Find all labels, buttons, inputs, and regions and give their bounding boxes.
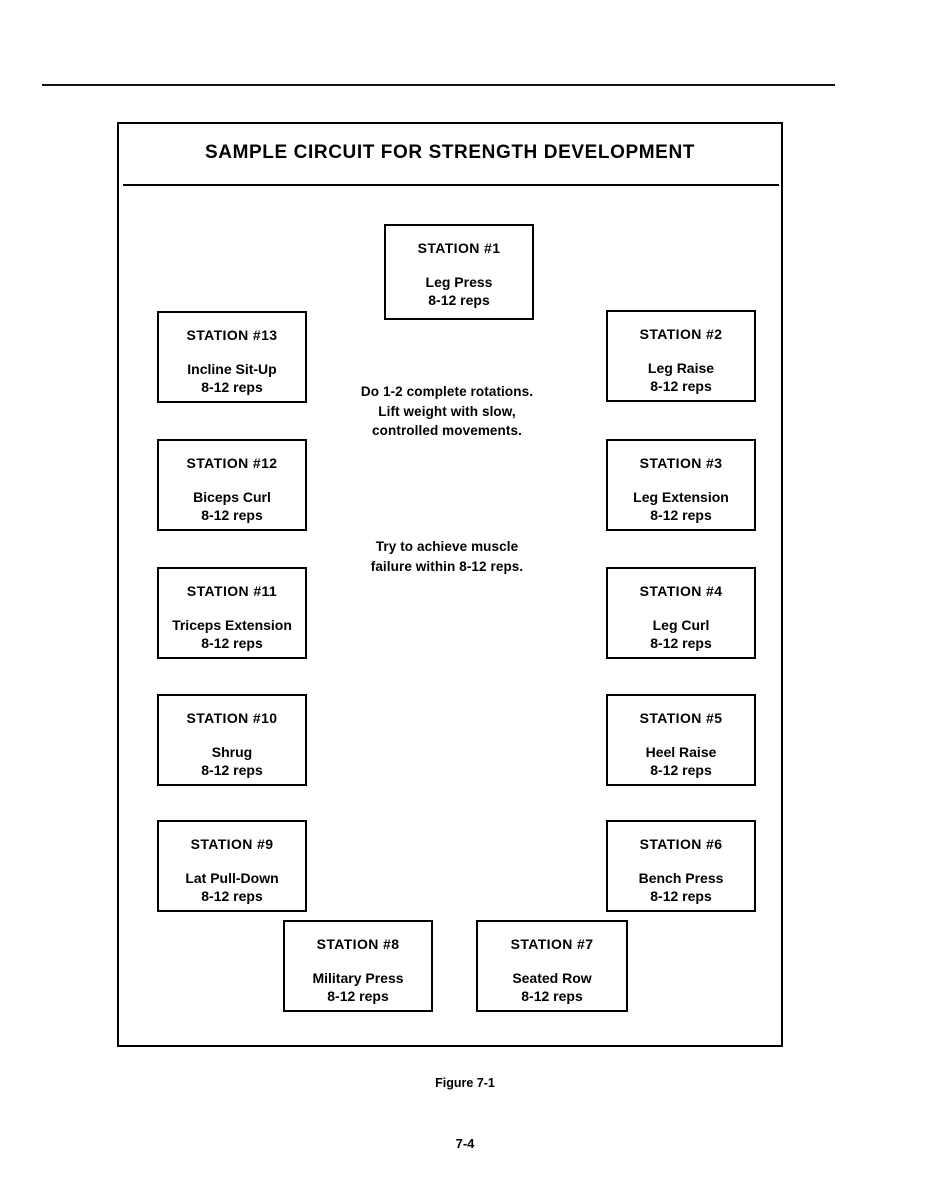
station-heading: STATION #2 [639, 326, 723, 342]
station-box-10[interactable]: STATION #10 Shrug 8-12 reps [157, 694, 307, 786]
station-exercise: Leg Extension [633, 489, 729, 505]
station-heading: STATION #7 [510, 936, 594, 952]
station-exercise: Leg Raise [647, 360, 715, 376]
station-exercise: Leg Press [425, 274, 493, 290]
station-reps: 8-12 reps [201, 762, 263, 779]
failure-note: Try to achieve muscle failure within 8-1… [327, 537, 567, 576]
rotation-note-line-1: Do 1-2 complete rotations. [360, 384, 534, 399]
station-detail: Military Press 8-12 reps [285, 969, 431, 1006]
failure-note-line-1: Try to achieve muscle [375, 539, 519, 554]
station-box-9[interactable]: STATION #9 Lat Pull-Down 8-12 reps [157, 820, 307, 912]
station-box-4[interactable]: STATION #4 Leg Curl 8-12 reps [606, 567, 756, 659]
failure-note-line-2: failure within 8-12 reps. [370, 558, 524, 574]
station-reps: 8-12 reps [521, 988, 583, 1005]
station-heading: STATION #11 [186, 583, 278, 599]
station-box-3[interactable]: STATION #3 Leg Extension 8-12 reps [606, 439, 756, 531]
station-reps: 8-12 reps [650, 635, 712, 652]
station-reps: 8-12 reps [201, 635, 263, 652]
station-heading: STATION #13 [186, 327, 278, 343]
rotation-note-line-2: Lift weight with slow, [378, 403, 516, 419]
station-exercise: Leg Curl [652, 617, 710, 633]
station-exercise: Heel Raise [645, 744, 717, 760]
station-reps: 8-12 reps [650, 888, 712, 905]
station-heading: STATION #4 [639, 583, 723, 599]
station-heading: STATION #9 [190, 836, 274, 852]
station-heading: STATION #12 [186, 455, 278, 471]
station-heading: STATION #8 [316, 936, 400, 952]
station-detail: Biceps Curl 8-12 reps [159, 488, 305, 525]
station-exercise: Lat Pull-Down [185, 870, 279, 886]
station-detail: Bench Press 8-12 reps [608, 869, 754, 906]
station-exercise: Seated Row [512, 970, 592, 986]
station-exercise: Bench Press [638, 870, 724, 886]
station-reps: 8-12 reps [201, 507, 263, 524]
figure-frame: SAMPLE CIRCUIT FOR STRENGTH DEVELOPMENT … [117, 122, 783, 1047]
station-heading: STATION #10 [186, 710, 278, 726]
figure-caption: Figure 7-1 [435, 1076, 495, 1090]
rotation-note: Do 1-2 complete rotations. Lift weight w… [327, 382, 567, 441]
station-heading: STATION #6 [639, 836, 723, 852]
station-detail: Seated Row 8-12 reps [478, 969, 626, 1006]
station-reps: 8-12 reps [327, 988, 389, 1005]
station-box-1[interactable]: STATION #1 Leg Press 8-12 reps [384, 224, 534, 320]
station-detail: Heel Raise 8-12 reps [608, 743, 754, 780]
title-divider-rule [123, 184, 779, 186]
station-exercise: Shrug [211, 744, 253, 760]
station-detail: Leg Curl 8-12 reps [608, 616, 754, 653]
figure-title: SAMPLE CIRCUIT FOR STRENGTH DEVELOPMENT [205, 142, 695, 163]
station-reps: 8-12 reps [650, 762, 712, 779]
rotation-note-line-3: controlled movements. [372, 423, 522, 439]
station-box-2[interactable]: STATION #2 Leg Raise 8-12 reps [606, 310, 756, 402]
station-reps: 8-12 reps [201, 888, 263, 905]
station-box-11[interactable]: STATION #11 Triceps Extension 8-12 reps [157, 567, 307, 659]
station-detail: Leg Extension 8-12 reps [608, 488, 754, 525]
station-box-8[interactable]: STATION #8 Military Press 8-12 reps [283, 920, 433, 1012]
station-detail: Leg Raise 8-12 reps [608, 359, 754, 396]
station-detail: Triceps Extension 8-12 reps [159, 616, 305, 653]
station-detail: Incline Sit-Up 8-12 reps [159, 360, 305, 397]
station-reps: 8-12 reps [650, 378, 712, 395]
station-heading: STATION #3 [639, 455, 723, 471]
station-reps: 8-12 reps [428, 292, 490, 309]
station-box-5[interactable]: STATION #5 Heel Raise 8-12 reps [606, 694, 756, 786]
page-number: 7-4 [455, 1136, 475, 1151]
station-detail: Leg Press 8-12 reps [386, 273, 532, 310]
station-exercise: Triceps Extension [172, 617, 292, 633]
station-box-6[interactable]: STATION #6 Bench Press 8-12 reps [606, 820, 756, 912]
station-exercise: Incline Sit-Up [187, 361, 277, 377]
station-reps: 8-12 reps [650, 507, 712, 524]
station-reps: 8-12 reps [201, 379, 263, 396]
station-box-7[interactable]: STATION #7 Seated Row 8-12 reps [476, 920, 628, 1012]
station-detail: Shrug 8-12 reps [159, 743, 305, 780]
station-box-13[interactable]: STATION #13 Incline Sit-Up 8-12 reps [157, 311, 307, 403]
station-exercise: Military Press [312, 970, 404, 986]
header-divider-rule [42, 84, 835, 86]
station-box-12[interactable]: STATION #12 Biceps Curl 8-12 reps [157, 439, 307, 531]
station-heading: STATION #1 [417, 240, 501, 256]
station-detail: Lat Pull-Down 8-12 reps [159, 869, 305, 906]
station-exercise: Biceps Curl [193, 489, 271, 505]
station-heading: STATION #5 [639, 710, 723, 726]
